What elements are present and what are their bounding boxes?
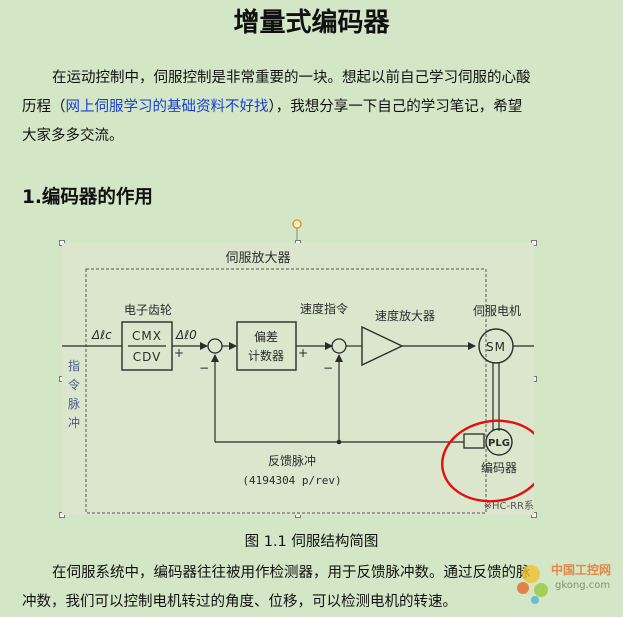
counter-line-2: 计数器 bbox=[248, 348, 284, 363]
intro-paragraph: 在运动控制中，伺服控制是非常重要的一块。想起以前自己学习伺服的心酸 历程（网上伺… bbox=[22, 64, 602, 151]
intro-line-3: 大家多多交流。 bbox=[22, 128, 124, 144]
servo-amp-label: 伺服放大器 bbox=[225, 251, 290, 266]
input-char-4: 冲 bbox=[68, 415, 80, 430]
encoder-label: 编码器 bbox=[481, 460, 517, 475]
speed-amplifier-triangle bbox=[361, 325, 404, 367]
section-heading: 1.编码器的作用 bbox=[22, 187, 153, 208]
intro-text-b: ），我想分享一下自己的学习笔记，希望 bbox=[268, 99, 523, 115]
watermark-text-bottom: gkong.com bbox=[555, 580, 610, 591]
watermark-text-top: 中国工控网 bbox=[551, 562, 611, 577]
body-line-1: 在伺服系统中，编码器往往被用作检测器，用于反馈脉冲数。通过反馈的脉 bbox=[52, 565, 531, 581]
intro-line-2: 历程（网上伺服学习的基础资料不好找），我想分享一下自己的学习笔记，希望 bbox=[22, 93, 602, 122]
minus-2: − bbox=[323, 361, 333, 375]
delta-l0-label: Δℓ0 bbox=[175, 328, 197, 342]
motor-text: SM bbox=[486, 340, 506, 354]
encoder-circle bbox=[485, 428, 513, 456]
gkong-watermark-logo: 中国工控网 gkong.com bbox=[517, 562, 611, 604]
summing-junction-2 bbox=[331, 338, 347, 354]
speed-amp-label: 速度放大器 bbox=[375, 308, 435, 323]
intro-link[interactable]: 网上伺服学习的基础资料不好找 bbox=[65, 99, 269, 115]
input-char-3: 脉 bbox=[68, 396, 80, 411]
input-char-2: 令 bbox=[68, 377, 80, 392]
gear-denominator: CDV bbox=[133, 350, 162, 364]
motor-label: 伺服电机 bbox=[473, 304, 521, 318]
resize-handle-bottom-right[interactable] bbox=[531, 512, 537, 518]
speed-command-label: 速度指令 bbox=[300, 301, 348, 316]
plus-1: + bbox=[174, 346, 184, 360]
figure-caption: 图 1.1 伺服结构简图 bbox=[244, 534, 379, 550]
counter-line-1: 偏差 bbox=[254, 329, 278, 344]
summing-junction-1 bbox=[207, 338, 223, 354]
feedback-value: (4194304 p/rev) bbox=[242, 474, 341, 487]
body-paragraph: 在伺服系统中，编码器往往被用作检测器，用于反馈脉冲数。通过反馈的脉 冲数，我们可… bbox=[22, 559, 612, 617]
minus-1: − bbox=[199, 361, 209, 375]
encoder-body bbox=[463, 433, 485, 449]
encoder-text: PLG bbox=[488, 438, 510, 449]
page-title: 增量式编码器 bbox=[233, 8, 390, 38]
body-line-2: 冲数，我们可以控制电机转过的角度、位移，可以检测电机的转速。 bbox=[22, 594, 457, 610]
gear-label: 电子齿轮 bbox=[124, 303, 172, 317]
intro-text-a: 历程（ bbox=[22, 99, 66, 115]
intro-line-1: 在运动控制中，伺服控制是非常重要的一块。想起以前自己学习伺服的心酸 bbox=[52, 70, 531, 86]
feedback-label: 反馈脉冲 bbox=[268, 453, 316, 468]
plus-2: + bbox=[298, 346, 308, 360]
gear-numerator: CMX bbox=[132, 329, 162, 343]
servo-amp-boundary bbox=[85, 268, 487, 514]
series-note: ※HC-RR系 bbox=[484, 500, 534, 512]
delta-lc-label: Δℓc bbox=[91, 328, 112, 342]
servo-diagram: 伺服放大器 指 令 脉 冲 Δℓc 电子齿轮 CMX CDV Δℓ0 + − 偏… bbox=[62, 251, 547, 514]
servo-diagram-figure[interactable]: 伺服放大器 指 令 脉 冲 Δℓc 电子齿轮 CMX CDV Δℓ0 + − 偏… bbox=[62, 243, 547, 515]
input-char-1: 指 bbox=[68, 358, 80, 373]
